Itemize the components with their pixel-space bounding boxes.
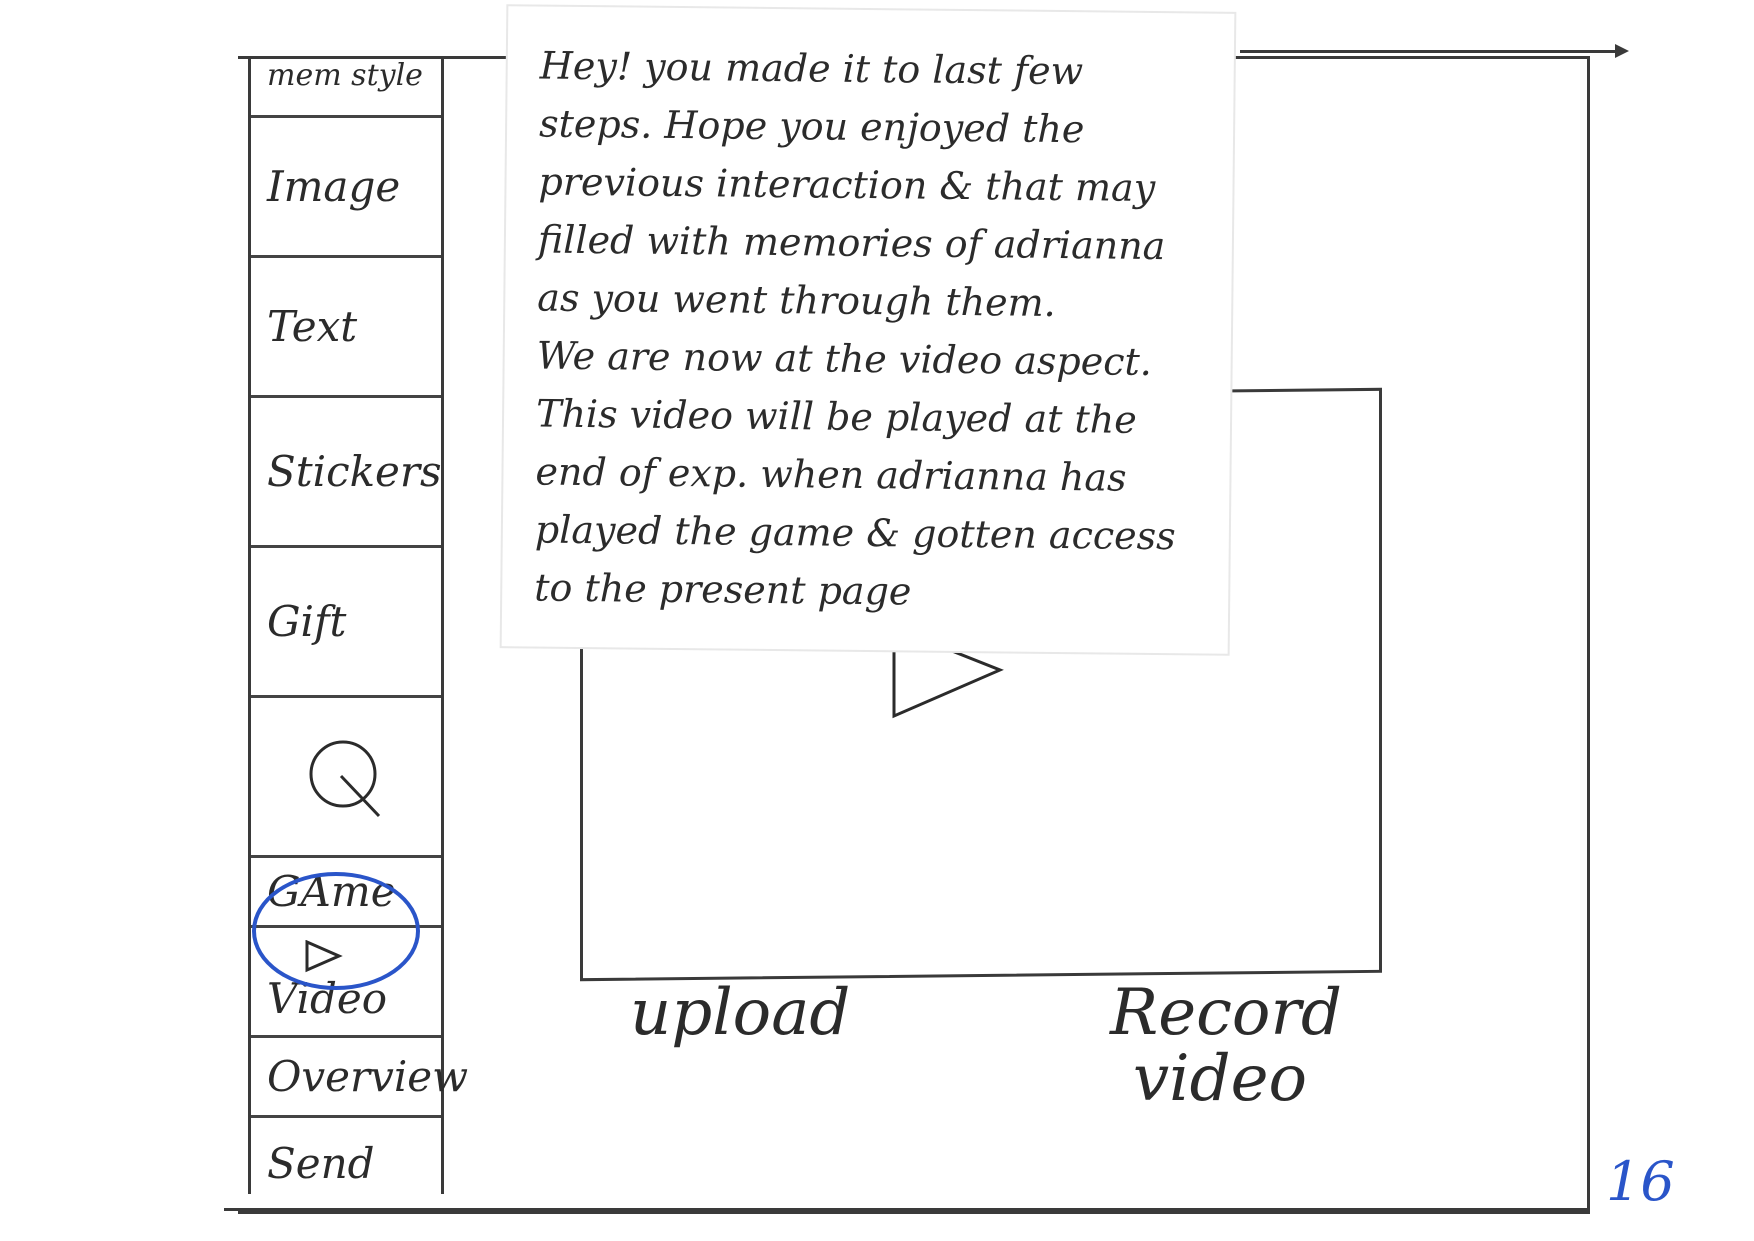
sidebar-item-label: Image xyxy=(267,162,401,211)
sidebar-item-text[interactable]: Text xyxy=(251,258,441,398)
page-number: 16 xyxy=(1606,1150,1675,1213)
bottom-rule xyxy=(224,1208,1590,1211)
sidebar-item-label: Gift xyxy=(267,597,347,646)
record-video-button[interactable]: Record video xyxy=(1110,976,1342,1116)
sidebar-item-stickers[interactable]: Stickers xyxy=(251,398,442,548)
sidebar-item-gift[interactable]: Gift xyxy=(251,548,441,698)
sidebar-item-send[interactable]: Send xyxy=(251,1118,441,1208)
sidebar-item-label: Text xyxy=(267,302,358,351)
upload-button[interactable]: upload xyxy=(630,976,851,1050)
sidebar-item-label: Stickers xyxy=(267,447,442,496)
sidebar-item-search[interactable] xyxy=(251,698,441,858)
sidebar: mem style Image Text Stickers Gift GAme … xyxy=(248,56,468,1194)
top-arrow xyxy=(1240,44,1629,58)
instruction-note: Hey! you made it to last few steps. Hope… xyxy=(501,6,1235,654)
sidebar-item-label: Send xyxy=(267,1138,375,1188)
note-paragraph: We are now at the video aspect. This vid… xyxy=(534,333,1176,614)
sidebar-item-label: Overview xyxy=(267,1052,469,1101)
sidebar-item-label: mem style xyxy=(267,58,423,93)
sidebar-item-image[interactable]: Image xyxy=(251,118,441,258)
magnifier-icon xyxy=(309,740,381,817)
sidebar-item-overview[interactable]: Overview xyxy=(251,1038,468,1118)
note-paragraph: Hey! you made it to last few steps. Hope… xyxy=(537,43,1166,325)
selected-highlight xyxy=(252,872,420,990)
sidebar-item-mem-style[interactable]: mem style xyxy=(251,56,441,118)
